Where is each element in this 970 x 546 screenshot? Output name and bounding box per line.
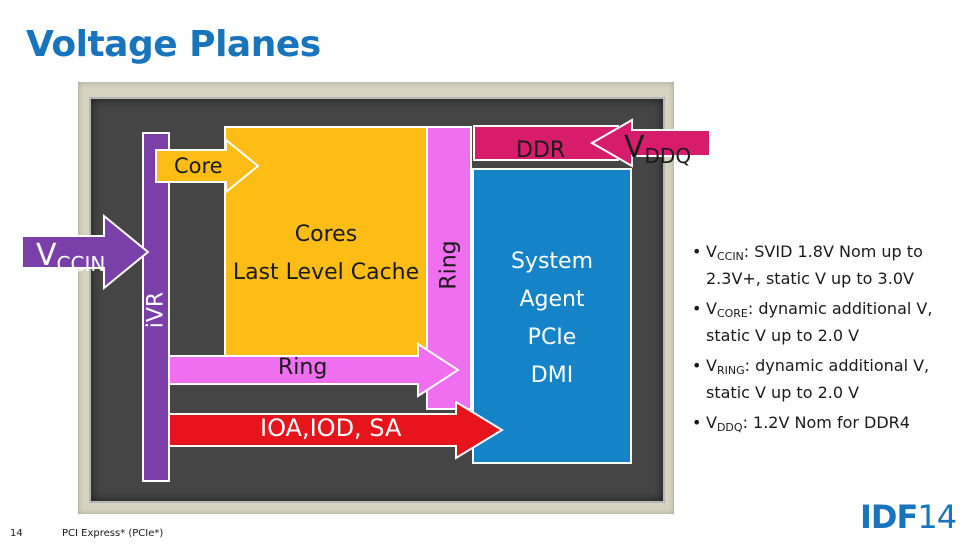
- idf-logo: IDF14: [860, 498, 957, 536]
- footer-note: PCI Express* (PCIe*): [62, 528, 164, 539]
- bullet-vccin: VCCIN: SVID 1.8V Nom up to 2.3V+, static…: [692, 241, 962, 290]
- ddr-arrow: [473, 118, 711, 168]
- vddq-label-sub: DDQ: [644, 144, 692, 168]
- system-agent-label: System Agent PCIe DMI: [472, 243, 632, 395]
- vccin-label-v: V: [36, 238, 57, 273]
- bullet-list: VCCIN: SVID 1.8V Nom up to 2.3V+, static…: [692, 241, 962, 447]
- system-agent-line1: System: [510, 249, 594, 274]
- system-agent-line4: DMI: [530, 363, 574, 388]
- vccin-label-sub: CCIN: [56, 252, 106, 276]
- cores-label-line1: Cores: [294, 222, 358, 247]
- ioa-arrow-label: IOA,IOD, SA: [260, 414, 402, 442]
- ddr-label: DDR: [516, 138, 566, 163]
- logo-brand: IDF: [860, 498, 918, 536]
- bullet-vcore: VCORE: dynamic additional V, static V up…: [692, 298, 962, 347]
- ivr-label: iVR: [143, 291, 169, 329]
- vccin-arrow: [21, 213, 150, 291]
- system-agent-line2: Agent: [519, 287, 585, 312]
- bullet-vddq: VDDQ: 1.2V Nom for DDR4: [692, 412, 962, 439]
- ddr-bar: [473, 125, 619, 161]
- bullet-vring: VRING: dynamic additional V, static V up…: [692, 355, 962, 404]
- system-agent-block: [472, 168, 632, 464]
- logo-year: 14: [917, 498, 957, 536]
- cores-label-line2: Last Level Cache: [232, 260, 420, 285]
- ring-arrow: [163, 342, 460, 398]
- vccin-label: VCCIN: [36, 238, 105, 276]
- vddq-label: VDDQ: [624, 130, 691, 168]
- ivr-block: [142, 132, 170, 482]
- core-arrow-label: Core: [174, 154, 223, 178]
- system-agent-line3: PCIe: [527, 325, 577, 350]
- ring-vertical-label: Ring: [436, 240, 462, 290]
- ring-vertical-label-wrap: Ring: [426, 235, 472, 295]
- vddq-label-v: V: [624, 130, 645, 165]
- ring-arrow-label: Ring: [278, 355, 328, 380]
- ivr-label-wrap: iVR: [142, 290, 170, 330]
- cores-label: Cores Last Level Cache: [224, 216, 428, 292]
- page-title: Voltage Planes: [26, 24, 321, 65]
- page-number: 14: [10, 528, 23, 539]
- ioa-arrow: [161, 400, 504, 460]
- vddq-arrow-shape: [589, 118, 711, 168]
- core-arrow: [155, 137, 260, 195]
